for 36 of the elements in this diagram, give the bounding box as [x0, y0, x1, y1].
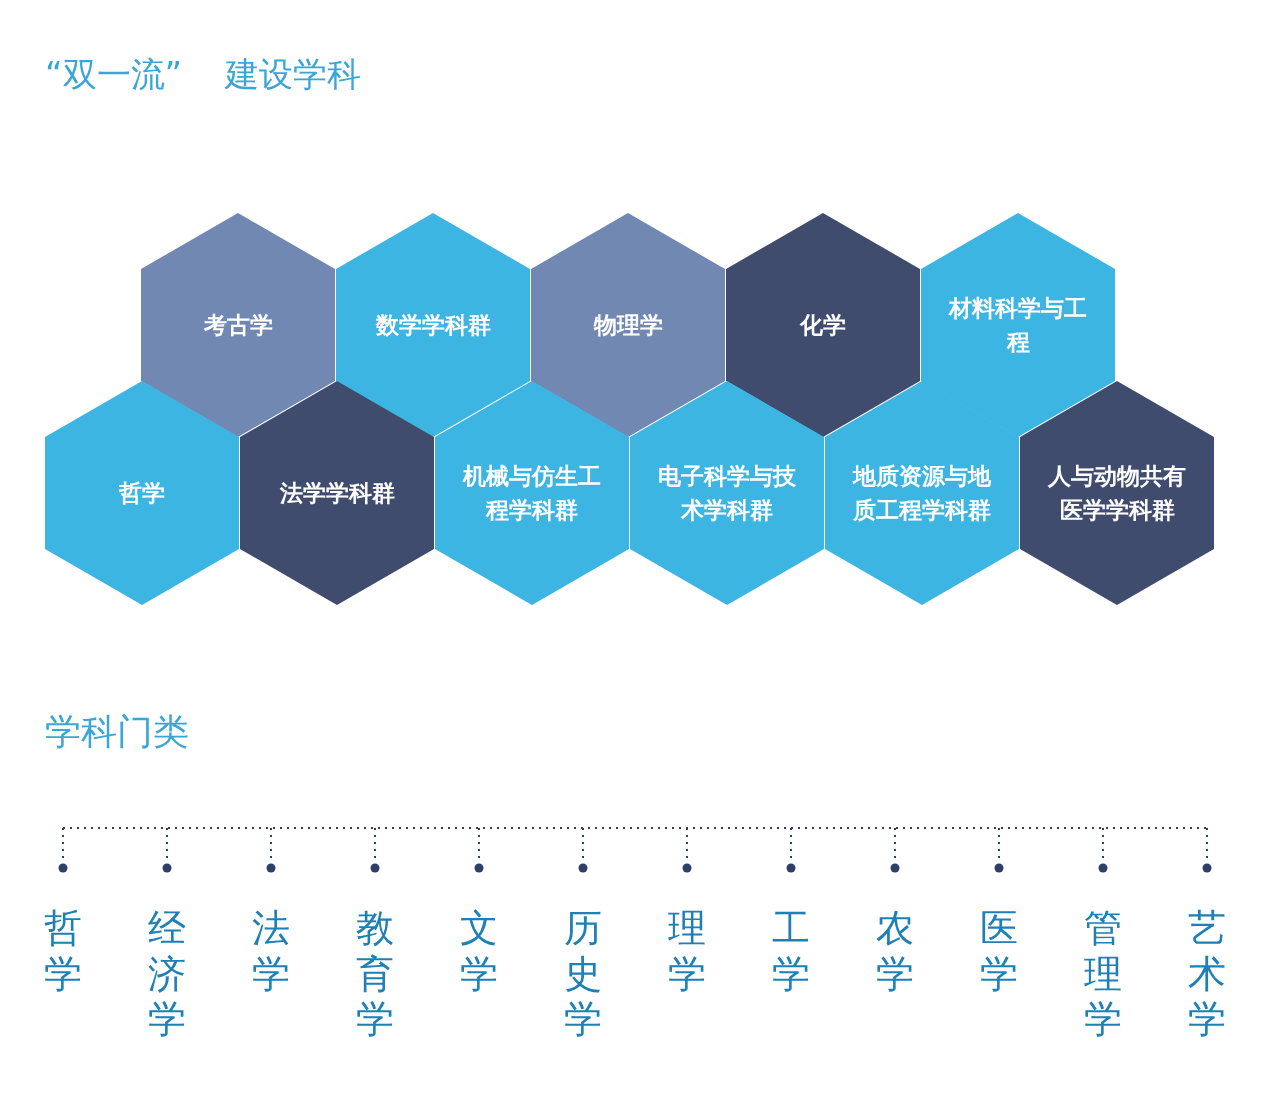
hexagon-node	[336, 213, 530, 437]
hexagon-label: 数学学科群	[375, 310, 491, 340]
category-label: 农学	[876, 906, 914, 998]
category-label: 医学	[980, 906, 1018, 998]
section-heading: 学科门类	[45, 710, 189, 754]
category-label: 工学	[772, 906, 810, 998]
category-label: 理学	[668, 906, 706, 998]
category-label: 教育学	[356, 906, 394, 1043]
hexagon-node	[1020, 381, 1214, 605]
hexagon-label: 地质资源与地质工程学科群	[851, 461, 992, 525]
category-label: 管理学	[1084, 906, 1122, 1043]
hexagon-label: 化学	[800, 310, 846, 340]
hexagon-node	[531, 213, 725, 437]
hexagon-label: 物理学	[593, 310, 663, 340]
hexagon-label: 人与动物共有医学学科群	[1047, 461, 1187, 525]
hexagon-node	[240, 381, 434, 605]
hexagon-node	[825, 381, 1019, 605]
category-label: 法学	[252, 906, 290, 998]
category-label: 经济学	[148, 906, 186, 1043]
hexagon-label: 考古学	[203, 310, 273, 340]
hexagon-label: 法学学科群	[279, 478, 395, 508]
category-label: 艺术学	[1188, 906, 1226, 1043]
hexagon-node	[921, 213, 1115, 437]
category-label: 历史学	[564, 906, 602, 1043]
hexagon-node	[630, 381, 824, 605]
page-title: “双一流” 建设学科	[45, 53, 362, 96]
hexagon-label: 材料科学与工程	[947, 293, 1088, 357]
category-label: 哲学	[44, 906, 82, 998]
hexagon-label: 哲学	[119, 478, 165, 508]
hexagon-node	[435, 381, 629, 605]
hexagon-node	[726, 213, 920, 437]
category-label: 文学	[460, 906, 498, 998]
hexagon-node	[45, 381, 239, 605]
hexagon-label: 机械与仿生工程学科群	[461, 461, 602, 525]
hexagon-node	[141, 213, 335, 437]
hexagon-label: 电子科学与技术学科群	[657, 461, 797, 525]
